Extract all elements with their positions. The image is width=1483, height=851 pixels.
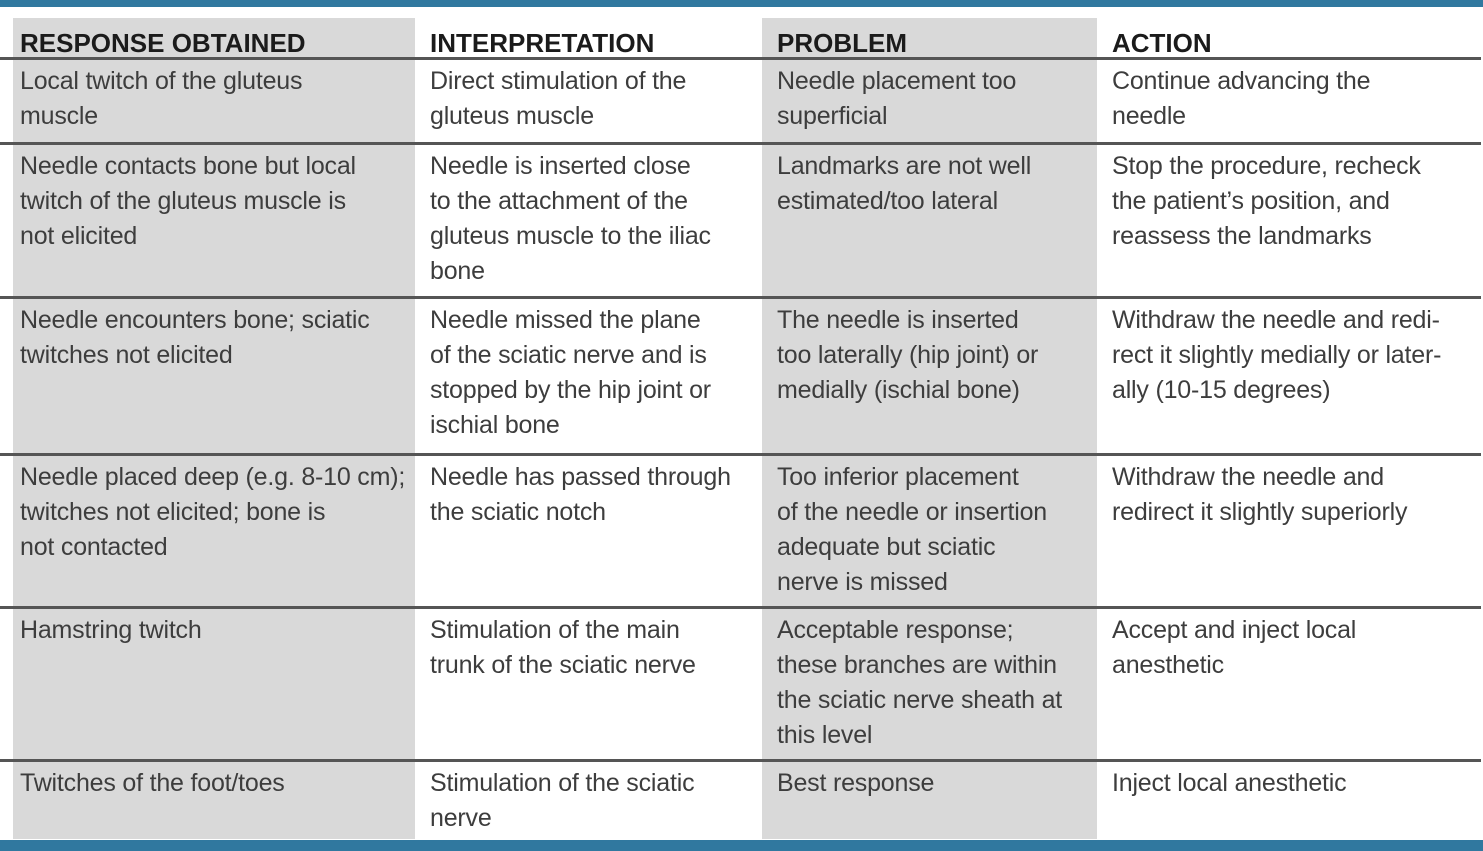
column-header-interpretation: INTERPRETATION: [430, 28, 655, 58]
row-divider: [0, 606, 1481, 609]
cell-r4-action: Withdraw the needle and redirect it slig…: [1112, 463, 1408, 526]
bottom-accent-bar: [0, 840, 1483, 851]
cell-r5-action: Accept and inject local anesthetic: [1112, 616, 1357, 679]
column-header-response-obtained: RESPONSE OBTAINED: [13, 18, 415, 58]
cell-r3-action: Withdraw the needle and redi- rect it sl…: [1112, 306, 1442, 404]
cell-r2-action: Stop the procedure, recheck the patient’…: [1112, 152, 1421, 250]
cell-r1-interpretation: Direct stimulation of the gluteus muscle: [430, 67, 687, 130]
cell-r5-response: Hamstring twitch: [13, 607, 415, 760]
cell-r4-response: Needle placed deep (e.g. 8-10 cm); twitc…: [13, 454, 415, 607]
cell-r6-interpretation: Stimulation of the sciatic nerve: [430, 769, 695, 832]
cell-r1-action: Continue advancing the needle: [1112, 67, 1371, 130]
cell-r2-response: Needle contacts bone but local twitch of…: [13, 143, 415, 297]
header-divider-rule: [0, 57, 1481, 60]
row-divider: [0, 296, 1481, 299]
cell-r2-problem: Landmarks are not well estimated/too lat…: [762, 143, 1097, 297]
column-header-action: ACTION: [1112, 28, 1212, 58]
cell-r5-interpretation: Stimulation of the main trunk of the sci…: [430, 616, 696, 679]
cell-r3-problem: The needle is inserted too laterally (hi…: [762, 297, 1097, 454]
cell-r6-response: Twitches of the foot/toes: [13, 760, 415, 839]
row-divider: [0, 453, 1481, 456]
column-header-problem: PROBLEM: [762, 18, 1097, 58]
row-divider: [0, 142, 1481, 145]
cell-r1-response: Local twitch of the gluteus muscle: [13, 58, 415, 143]
cell-r1-problem: Needle placement too superficial: [762, 58, 1097, 143]
cell-r5-problem: Acceptable response; these branches are …: [762, 607, 1097, 760]
cell-r2-interpretation: Needle is inserted close to the attachme…: [430, 152, 711, 285]
top-accent-bar: [0, 0, 1483, 7]
cell-r3-interpretation: Needle missed the plane of the sciatic n…: [430, 306, 711, 439]
cell-r6-action: Inject local anesthetic: [1112, 769, 1347, 797]
cell-r4-interpretation: Needle has passed through the sciatic no…: [430, 463, 731, 526]
cell-r3-response: Needle encounters bone; sciatic twitches…: [13, 297, 415, 454]
nerve-stimulation-troubleshooting-table: RESPONSE OBTAINED INTERPRETATION PROBLEM…: [13, 18, 1481, 839]
cell-r4-problem: Too inferior placement of the needle or …: [762, 454, 1097, 607]
cell-r6-problem: Best response: [762, 760, 1097, 839]
row-divider: [0, 759, 1481, 762]
